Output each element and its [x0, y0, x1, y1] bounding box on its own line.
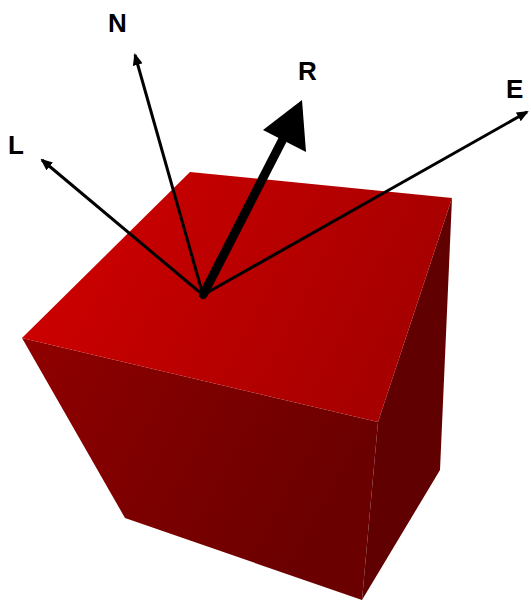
cube-top-face	[22, 172, 452, 422]
light-vector	[42, 160, 203, 295]
normal-label: N	[108, 10, 127, 36]
eye-label: E	[506, 76, 523, 102]
normal-vector	[135, 55, 203, 295]
light-label: L	[8, 132, 24, 158]
reflection-arrowhead	[263, 100, 306, 152]
reflection-vector	[203, 135, 285, 295]
reflection-label: R	[298, 58, 317, 84]
surface-point	[199, 291, 207, 299]
eye-vector	[203, 112, 527, 295]
